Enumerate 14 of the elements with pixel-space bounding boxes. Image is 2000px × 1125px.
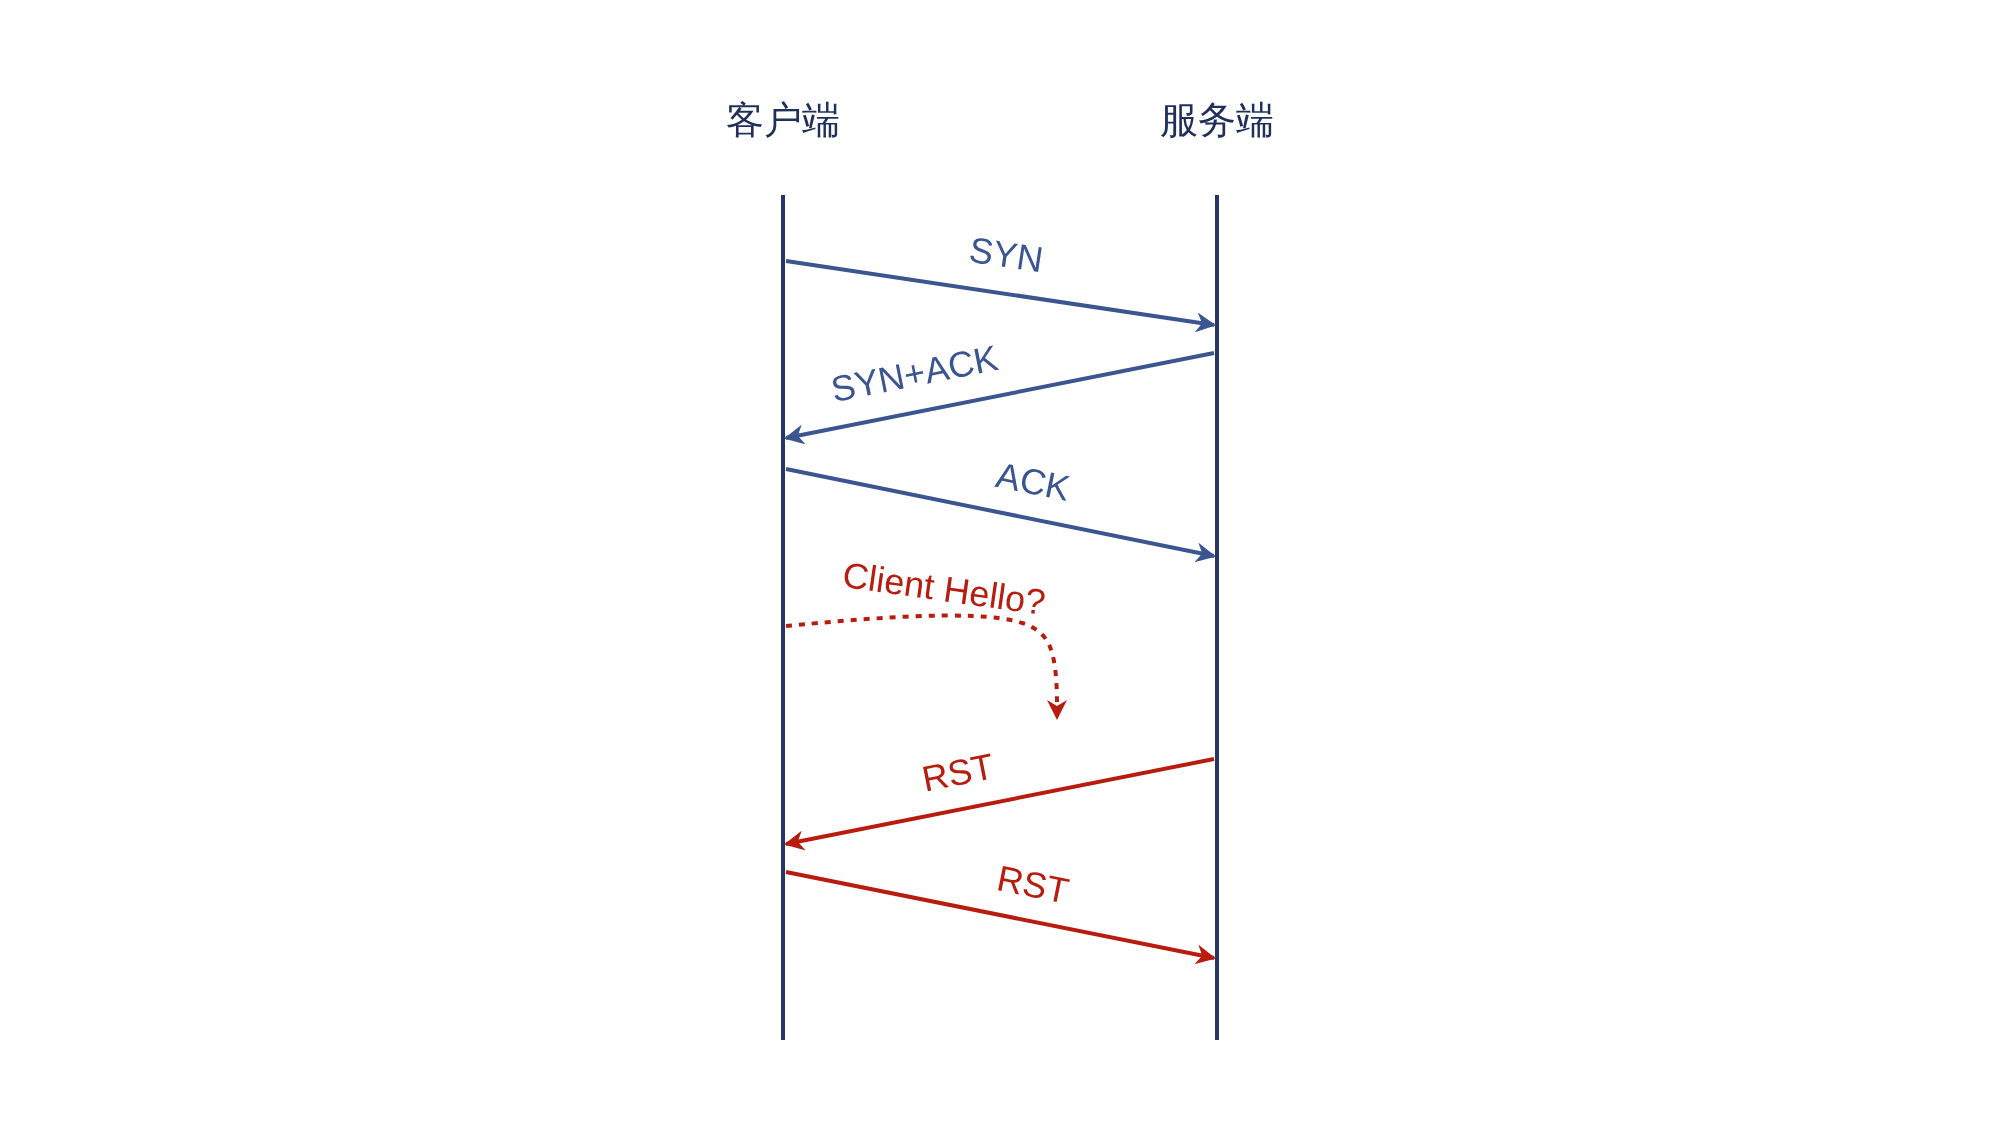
edge-label: RST	[918, 745, 998, 801]
arrow	[785, 870, 1216, 965]
lifeline-heading: 服务端	[1159, 97, 1275, 144]
edge-label: RST	[993, 857, 1073, 913]
lifeline-heading: 客户端	[725, 97, 841, 144]
arrow	[785, 259, 1216, 333]
arrow	[785, 613, 1067, 720]
arrow	[784, 757, 1215, 851]
edge-label: ACK	[992, 454, 1074, 511]
edge-label: SYN	[965, 229, 1046, 282]
edge-label: Client Hello?	[840, 554, 1049, 624]
arrow	[784, 351, 1215, 445]
arrow	[785, 467, 1216, 563]
edge-label: SYN+ACK	[827, 336, 1002, 411]
